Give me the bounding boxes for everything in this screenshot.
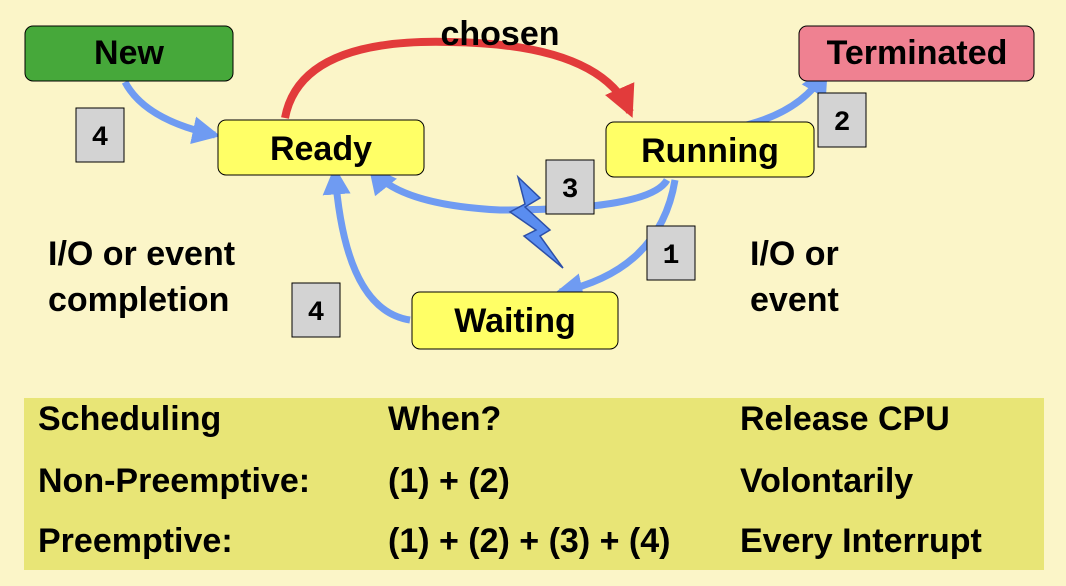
lightning-icon bbox=[508, 174, 564, 269]
badge-running-to-ready: 3 bbox=[545, 159, 595, 215]
table-header-release-cpu: Release CPU bbox=[740, 400, 950, 438]
badge-running-to-waiting: 1 bbox=[646, 225, 696, 281]
badge-new-to-ready-label: 4 bbox=[92, 123, 109, 154]
label-io-completion-line1: I/O or event bbox=[48, 235, 235, 273]
state-terminated-label: Terminated bbox=[827, 34, 1008, 72]
table-cell-preemptive-when: (1) + (2) + (3) + (4) bbox=[388, 522, 670, 560]
state-running-label: Running bbox=[641, 132, 779, 170]
state-waiting: Waiting bbox=[411, 291, 619, 350]
badge-new-to-ready: 4 bbox=[75, 107, 125, 163]
badge-waiting-to-ready: 4 bbox=[291, 282, 341, 338]
state-new: New bbox=[24, 25, 234, 82]
label-io-completion-line2: completion bbox=[48, 281, 229, 319]
badge-waiting-to-ready-label: 4 bbox=[308, 298, 325, 329]
state-running: Running bbox=[605, 121, 815, 178]
table-header-when: When? bbox=[388, 400, 501, 438]
badge-running-to-terminated: 2 bbox=[817, 92, 867, 148]
state-ready-label: Ready bbox=[270, 130, 372, 168]
arrow-new-to-ready bbox=[121, 80, 221, 144]
state-ready: Ready bbox=[217, 119, 425, 176]
scheduling-table-bg bbox=[24, 398, 1044, 570]
label-chosen: chosen bbox=[440, 15, 559, 53]
label-io-event-line2: event bbox=[750, 281, 839, 319]
state-waiting-label: Waiting bbox=[454, 302, 576, 340]
table-header-scheduling: Scheduling bbox=[38, 400, 221, 438]
state-new-label: New bbox=[94, 34, 164, 72]
table-cell-preemptive-label: Preemptive: bbox=[38, 522, 233, 560]
table-cell-nonpreemptive-release: Volontarily bbox=[740, 462, 913, 500]
table-cell-preemptive-release: Every Interrupt bbox=[740, 522, 982, 560]
table-cell-nonpreemptive-when: (1) + (2) bbox=[388, 462, 510, 500]
badge-running-to-ready-label: 3 bbox=[562, 175, 579, 206]
arrow-ready-to-running bbox=[281, 37, 635, 119]
arrow-running-to-ready bbox=[368, 165, 671, 214]
arrow-running-to-waiting bbox=[554, 179, 679, 301]
state-terminated: Terminated bbox=[798, 25, 1035, 82]
table-cell-nonpreemptive-label: Non-Preemptive: bbox=[38, 462, 310, 500]
badge-running-to-waiting-label: 1 bbox=[663, 241, 680, 272]
arrow-waiting-to-ready bbox=[322, 166, 411, 324]
badge-running-to-terminated-label: 2 bbox=[834, 108, 851, 139]
label-io-event-line1: I/O or bbox=[750, 235, 839, 273]
